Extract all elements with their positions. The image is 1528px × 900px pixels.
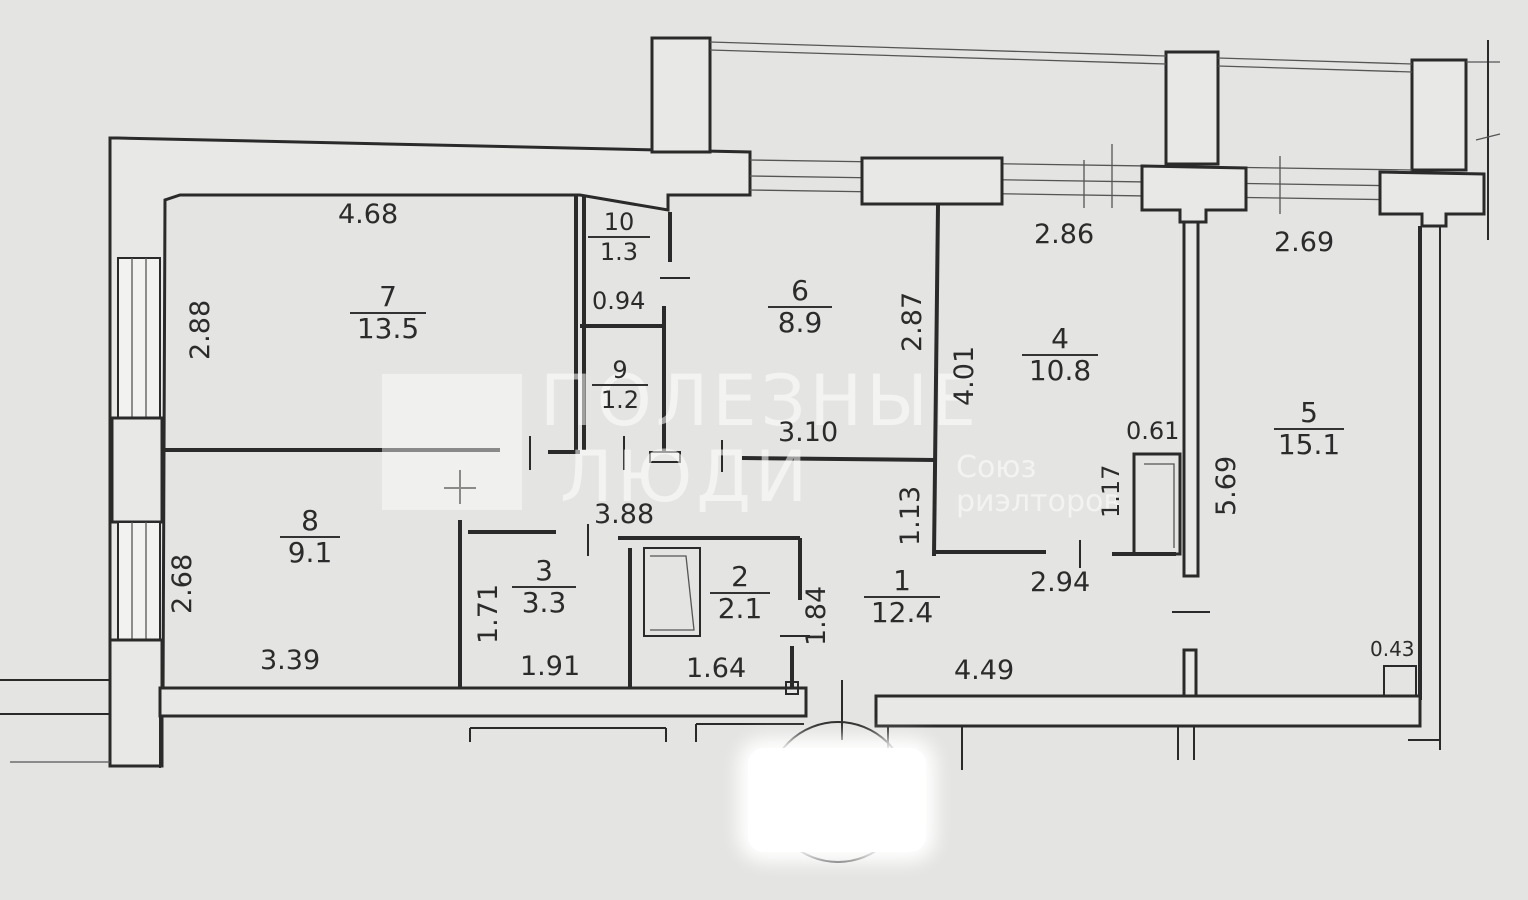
dim-label: 4.68 xyxy=(338,199,399,230)
dim-label: 3.10 xyxy=(778,417,839,448)
room-area: 8.9 xyxy=(777,306,823,339)
room-2-label: 2 2.1 xyxy=(710,562,770,624)
dim-label: 1.13 xyxy=(895,485,926,546)
room-area: 1.3 xyxy=(599,238,639,266)
room-area: 1.2 xyxy=(600,386,640,414)
dim-label: 2.94 xyxy=(1030,567,1091,598)
balcony-column-mid xyxy=(1164,50,1220,166)
room-number: 7 xyxy=(350,282,426,314)
wall-5-west xyxy=(1182,220,1200,578)
room-7-label: 7 13.5 xyxy=(350,282,426,344)
room-number: 6 xyxy=(768,276,832,308)
dim-label: 3.88 xyxy=(594,499,655,530)
room-number: 2 xyxy=(710,562,770,594)
room-area: 13.5 xyxy=(356,312,420,345)
room-number: 9 xyxy=(592,356,648,386)
watermark-line2: ЛЮДИ xyxy=(560,436,812,518)
room-6-label: 6 8.9 xyxy=(768,276,832,338)
dim-label: 0.61 xyxy=(1126,417,1180,445)
room-3-label: 3 3.3 xyxy=(512,556,576,618)
room-number: 5 xyxy=(1274,398,1344,430)
watermark-line1: ПОЛЕЗНЫЕ xyxy=(540,360,981,442)
dim-label: 2.87 xyxy=(897,291,928,352)
room-number: 8 xyxy=(280,506,340,538)
room-area: 3.3 xyxy=(521,586,567,619)
room-area: 9.1 xyxy=(287,536,333,569)
column-corner xyxy=(1383,665,1417,699)
window-west xyxy=(117,257,161,419)
dim-label: 0.94 xyxy=(592,287,646,315)
dim-label: 0.43 xyxy=(1370,637,1415,661)
door-9 xyxy=(649,451,681,463)
dim-label: 1.84 xyxy=(801,585,832,646)
room-10-label: 10 1.3 xyxy=(588,208,650,266)
south-wall-east xyxy=(874,694,1422,728)
dim-label: 2.86 xyxy=(1034,219,1095,250)
room-number: 10 xyxy=(588,208,650,238)
window-west-lower xyxy=(117,521,161,641)
dim-label: 2.88 xyxy=(185,299,216,360)
redacted-area xyxy=(748,748,926,852)
room-area: 10.8 xyxy=(1028,354,1092,387)
dim-label: 1.91 xyxy=(520,651,581,682)
south-wall xyxy=(158,686,808,718)
outer-wall xyxy=(108,136,752,702)
door-2 xyxy=(785,681,799,695)
balcony-column-left xyxy=(650,36,712,154)
room-number: 3 xyxy=(512,556,576,588)
dim-label: 4.49 xyxy=(954,655,1015,686)
room-1-label: 1 12.4 xyxy=(864,566,940,628)
room-area: 12.4 xyxy=(870,596,934,629)
room-number: 4 xyxy=(1022,324,1098,356)
room-9-label: 9 1.2 xyxy=(592,356,648,414)
room-5-label: 5 15.1 xyxy=(1274,398,1344,460)
dim-label: 1.17 xyxy=(1097,464,1125,518)
pier-southwest xyxy=(108,638,164,768)
wall-5-west-lower xyxy=(1182,648,1198,700)
pier-north-2 xyxy=(1140,164,1248,224)
dim-label: 1.64 xyxy=(686,653,747,684)
room-8-label: 8 9.1 xyxy=(280,506,340,568)
room-number: 1 xyxy=(864,566,940,598)
dim-label: 1.71 xyxy=(473,583,504,644)
balcony-column-right xyxy=(1410,58,1468,172)
dim-label: 2.68 xyxy=(167,553,198,614)
room-area: 2.1 xyxy=(717,592,763,625)
dim-label: 3.39 xyxy=(260,645,321,676)
room-4-label: 4 10.8 xyxy=(1022,324,1098,386)
dim-label: 2.69 xyxy=(1274,227,1335,258)
watermark-logo-block xyxy=(382,374,522,510)
watermark-sub1: Союз xyxy=(956,450,1037,485)
pier-west xyxy=(110,416,164,524)
closet-4 xyxy=(1132,452,1182,556)
dim-label: 5.69 xyxy=(1211,455,1242,516)
pier-north-1 xyxy=(860,156,1004,206)
watermark-sub2: риэлторов xyxy=(956,484,1122,519)
dim-label: 4.01 xyxy=(949,345,980,406)
pier-north-3 xyxy=(1378,170,1486,228)
room-area: 15.1 xyxy=(1277,428,1341,461)
